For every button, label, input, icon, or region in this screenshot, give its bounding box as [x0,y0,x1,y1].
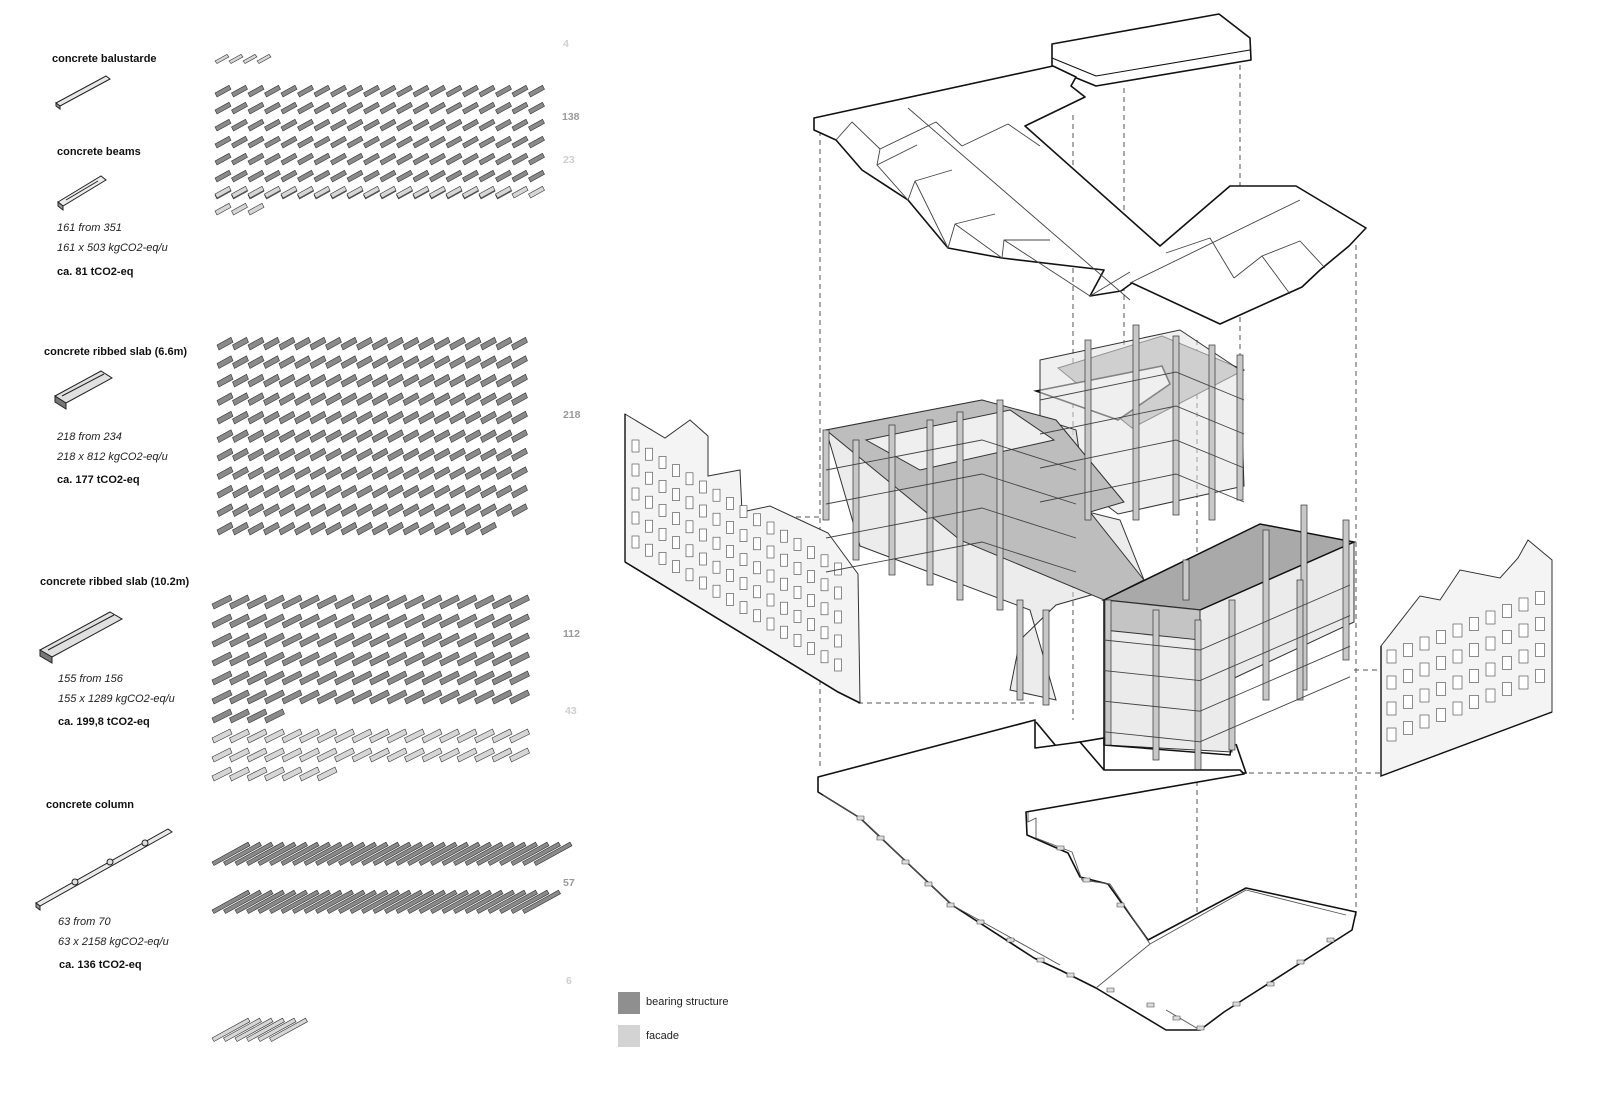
legend-swatch-bearing [618,992,640,1014]
beams-embodied: 161 x 503 kgCO2-eq/u [57,242,168,254]
beams-total: ca. 81 tCO2-eq [57,266,134,278]
beam-icon [57,175,107,212]
structural-frame [822,324,1357,774]
ribbed-slab-66-array [216,336,528,536]
beam-array-facade [214,185,545,216]
frame-floors [825,371,1351,743]
column-total: ca. 136 tCO2-eq [59,959,142,971]
ground-floor-plan [817,719,1357,1031]
frame-columns [822,324,1350,771]
legend-swatch-facade [618,1025,640,1047]
balustrade-title: concrete balustarde [52,53,157,65]
column-array-facade [211,1017,308,1042]
column-icon [35,828,173,911]
legend-label-bearing: bearing structure [646,996,729,1008]
beams-count: 138 [562,111,580,123]
ribbed-slab-102-icon [38,611,124,664]
ribbed-slab-102-array-facade [211,728,530,782]
left-facade-windows [631,439,842,672]
slab66-from: 218 from 234 [57,431,122,443]
beams-title: concrete beams [57,146,141,158]
right-facade-windows [1386,591,1545,742]
plan-wall-marks [856,815,1335,1031]
ribbed-slab-102-array-bearing [211,594,530,724]
slab102-count-facade: 43 [565,705,577,717]
column-embodied: 63 x 2158 kgCO2-eq/u [58,936,169,948]
column-count: 57 [563,877,575,889]
column-array-bearing [211,841,573,914]
balustrade-count: 4 [563,38,569,50]
component-icons [35,54,573,1042]
left-facade [624,413,861,704]
legend-label-facade: facade [646,1030,680,1042]
column-from: 63 from 70 [58,916,111,928]
roof [813,13,1367,325]
projection-lines [760,56,1385,1030]
balustrade-array [214,54,272,64]
slab66-title: concrete ribbed slab (6.6m) [44,346,188,358]
slab102-total: ca. 199,8 tCO2-eq [58,716,150,728]
balustrade-icon [55,75,111,110]
slab102-title: concrete ribbed slab (10.2m) [40,576,190,588]
column-count-facade: 6 [566,975,572,987]
slab102-count: 112 [563,628,580,640]
beams-from: 161 from 351 [57,222,122,234]
ribbed-slab-66-icon [54,370,113,410]
slab66-count: 218 [563,409,581,421]
slab66-embodied: 218 x 812 kgCO2-eq/u [57,451,168,463]
right-facade [1380,539,1553,778]
column-title: concrete column [46,799,135,811]
slab102-embodied: 155 x 1289 kgCO2-eq/u [58,693,175,705]
beams-count-facade: 23 [563,154,575,166]
piece-arrays [211,54,573,1042]
slab66-total: ca. 177 tCO2-eq [57,474,140,486]
beam-array-bearing [214,84,545,200]
slab102-from: 155 from 156 [58,673,123,685]
